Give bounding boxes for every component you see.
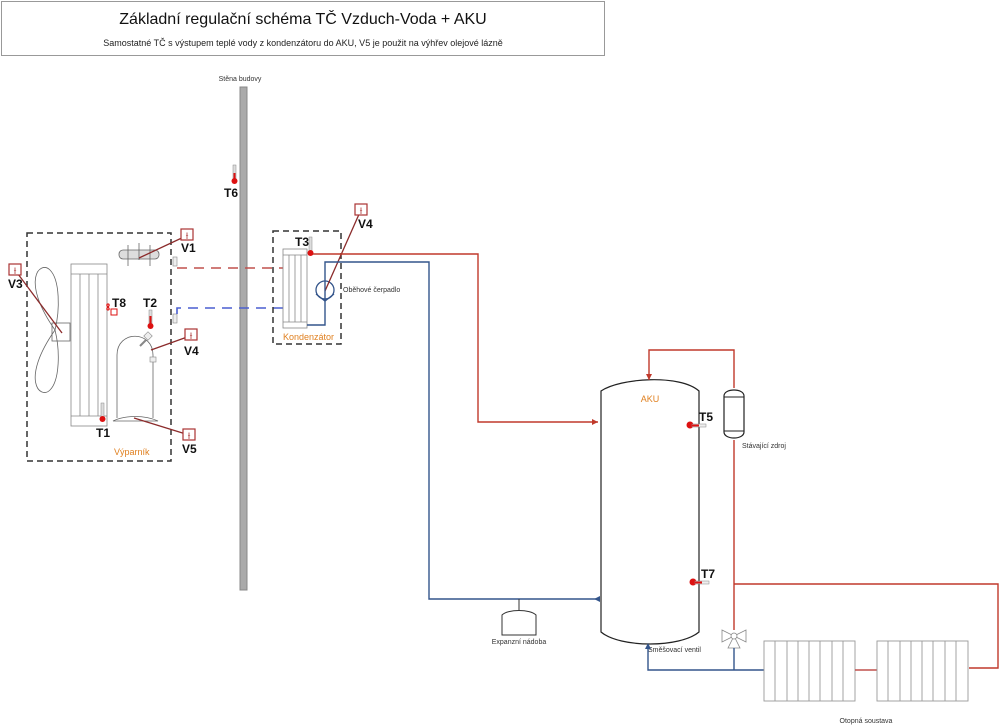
valve-v5-label: V5 xyxy=(182,442,197,456)
diagram-title: Základní regulační schéma TČ Vzduch-Voda… xyxy=(119,11,487,28)
valve-v4-condenser: ⫲ V4 xyxy=(324,203,373,292)
valve-icon: ⫲ xyxy=(14,266,17,275)
sensor-t2-label: T2 xyxy=(143,296,157,310)
pump-label: Oběhové čerpadlo xyxy=(343,287,400,294)
expansion-vessel: Expanzní nádoba xyxy=(492,599,547,646)
building-wall: Stěna budovy xyxy=(219,76,262,591)
flow-arrow xyxy=(594,596,600,602)
cold-connector xyxy=(172,313,178,324)
accumulation-tank: AKU T5 T7 xyxy=(600,379,715,645)
sensor-t7-label: T7 xyxy=(701,567,715,581)
heating-bypass-pipe xyxy=(734,583,999,669)
tank-label: AKU xyxy=(641,394,660,404)
existing-source-pipe xyxy=(648,349,735,388)
sensor-t3-bulb xyxy=(307,250,314,256)
mixing-valve-label: Směšovací ventil xyxy=(648,647,701,654)
cold-refrigerant-line xyxy=(176,307,283,314)
sensor-t5-label: T5 xyxy=(699,410,713,424)
valve-v1: ⫲ V1 xyxy=(138,228,196,259)
sensor-t6: T6 xyxy=(224,164,238,200)
evaporator-coil xyxy=(70,263,108,427)
sensor-t3-label: T3 xyxy=(295,235,309,249)
valve-icon: ⫲ xyxy=(190,331,193,340)
condenser-coil xyxy=(282,248,308,329)
title-box: Základní regulační schéma TČ Vzduch-Voda… xyxy=(1,1,605,56)
radiator-1 xyxy=(763,640,856,702)
valve-icon: ⫲ xyxy=(188,431,191,440)
expansion-vessel-label: Expanzní nádoba xyxy=(492,639,547,646)
flow-arrow xyxy=(645,643,651,649)
fan-icon xyxy=(34,267,71,393)
evaporator-unit: Výparník xyxy=(26,232,178,462)
sensor-t6-label: T6 xyxy=(224,186,238,200)
existing-source-label: Stávající zdroj xyxy=(742,443,786,450)
valve-v5: ⫲ V5 xyxy=(133,417,197,456)
valve-icon: ⫲ xyxy=(360,206,363,215)
condenser-label: Kondenzátor xyxy=(283,332,334,342)
flow-arrow xyxy=(646,374,652,380)
compressor xyxy=(112,335,159,422)
flow-arrow xyxy=(592,419,598,425)
evaporator-label: Výparník xyxy=(114,447,150,457)
return-pipe-from-tank xyxy=(307,261,598,600)
sensor-t8-label: T8 xyxy=(112,296,126,310)
valve-v3: ⫲ V3 xyxy=(8,263,63,334)
existing-source: Stávající zdroj xyxy=(723,389,786,450)
heating-system-label: Otopná soustava xyxy=(840,718,893,725)
mixing-valve-icon xyxy=(721,629,747,649)
wall-label: Stěna budovy xyxy=(219,76,262,83)
sensor-t8: T8 xyxy=(106,296,126,316)
reversing-valve xyxy=(118,243,160,266)
condenser-unit: Kondenzátor T3 Oběhové čerpadlo xyxy=(272,230,400,345)
sensor-t1: T1 xyxy=(96,402,110,440)
sensor-t3 xyxy=(308,236,313,252)
valve-icon: ⫲ xyxy=(186,231,189,240)
supply-pipe-to-tank xyxy=(313,253,598,423)
valve-v3-label: V3 xyxy=(8,277,23,291)
hot-connector xyxy=(172,256,178,267)
valve-v4-evaporator-label: V4 xyxy=(184,344,199,358)
valve-v1-label: V1 xyxy=(181,241,196,255)
valve-v4-evaporator: ⫲ V4 xyxy=(150,328,199,358)
heating-return-pipe xyxy=(647,648,764,671)
valve-v4-condenser-label: V4 xyxy=(358,217,373,231)
sensor-t1-label: T1 xyxy=(96,426,110,440)
radiator-2 xyxy=(876,640,969,702)
sensor-t2: T2 xyxy=(139,296,157,363)
diagram-subtitle: Samostatné TČ s výstupem teplé vody z ko… xyxy=(103,38,503,48)
